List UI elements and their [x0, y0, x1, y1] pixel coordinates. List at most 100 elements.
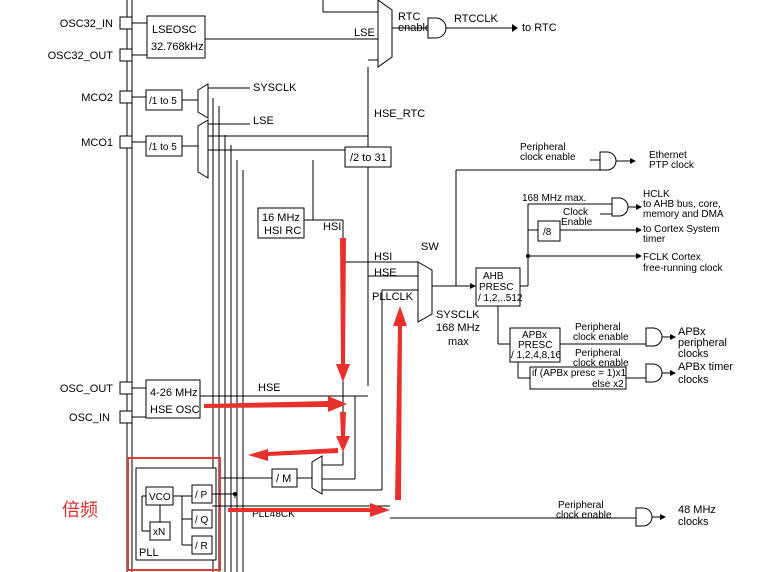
apbx-name: APBx — [522, 330, 547, 341]
multiplier-annotation: 倍频 — [62, 500, 98, 521]
apb-out-3: clocks — [678, 348, 709, 360]
hclk-2: to AHB bus, core, — [643, 199, 721, 210]
red-arrow-right-pll48 — [228, 503, 390, 517]
pll-name: PLL — [139, 547, 159, 559]
eth-periph-en-2: clock enable — [520, 152, 576, 163]
sw-label: SW — [421, 241, 439, 253]
lse-mco-label: LSE — [253, 115, 274, 127]
pin-mco1-label: MCO1 — [81, 137, 113, 149]
mhz48-and-gate — [635, 507, 653, 527]
mhz48-out-1: 48 MHz — [678, 504, 716, 516]
hse-label: HSE — [258, 382, 281, 394]
apbx-presc-block — [509, 327, 561, 363]
hseosc-name: HSE OSC — [150, 404, 200, 416]
rtc-enable-label-2: enable — [398, 22, 431, 34]
sysclk-max-3: max — [448, 336, 469, 348]
apb-timer-cond-1: if (APBx presc = 1)x1 — [532, 368, 627, 379]
pin-mco2-label: MCO2 — [81, 92, 113, 104]
eth-periph-en-1: Peripheral — [520, 142, 566, 153]
pll48ck-label: PLL48CK — [252, 509, 295, 520]
hsirc-block — [257, 207, 305, 239]
pll-highlight-box — [127, 457, 221, 571]
eth-out-2: PTP clock — [649, 160, 695, 171]
hsi-sw-label: HSI — [374, 251, 392, 263]
fclk-2: free-running clock — [643, 263, 723, 274]
div-q-label: / Q — [195, 515, 209, 526]
mhz168-max-label: 168 MHz max. — [522, 193, 586, 204]
apb-timer-en-2: clock enable — [573, 358, 629, 369]
pin-osc-out — [119, 381, 133, 395]
rtc-and-gate — [427, 17, 447, 39]
vco-label: VCO — [149, 492, 171, 503]
cortex-timer-2: timer — [643, 234, 666, 245]
div-8-block — [537, 220, 561, 242]
ahb-presc: PRESC — [479, 282, 513, 293]
pin-osc32-out — [119, 48, 133, 62]
pllclk-label: PLLCLK — [372, 291, 414, 303]
pin-osc32-in-label: OSC32_IN — [60, 18, 113, 30]
hsirc-freq: 16 MHz — [262, 212, 300, 224]
red-arrow-down-pllsrc — [336, 412, 350, 452]
xn-label: xN — [153, 527, 165, 538]
apb-periph-en-1: Peripheral — [575, 322, 621, 333]
pll-source-mux — [311, 455, 323, 495]
to-rtc-label: to RTC — [522, 22, 557, 34]
lseosc-name: LSEOSC — [152, 24, 197, 36]
apb-timer-cond-2: else x2 — [592, 379, 624, 390]
hclk-and-gate — [611, 197, 629, 217]
hse-rtc-label: HSE_RTC — [374, 108, 425, 120]
mco1-prescaler-label: /1 to 5 — [149, 142, 177, 153]
sysclk-max-2: 168 MHz — [436, 322, 480, 334]
clock-enable-2: Enable — [561, 217, 593, 228]
mco2-prescaler-label: /1 to 5 — [149, 96, 177, 107]
apb-periph-and-gate — [645, 327, 663, 347]
rtc-mux — [377, 0, 393, 68]
apb-timer-out-1: APBx timer — [678, 361, 733, 373]
hseosc-freq: 4-26 MHz — [150, 387, 198, 399]
rtc-enable-label-1: RTC — [398, 11, 420, 23]
hse-sw-label: HSE — [374, 267, 397, 279]
red-arrow-left-m — [248, 448, 338, 461]
ahb-range: / 1,2,..512 — [478, 293, 523, 304]
div-p-label: / P — [195, 490, 208, 501]
sysclk-mco-label: SYSCLK — [253, 82, 297, 94]
mco2-mux — [197, 83, 209, 119]
div-8-label: /8 — [543, 227, 552, 238]
red-arrow-right-hse — [204, 396, 347, 412]
div-2to31-label: /2 to 31 — [350, 152, 387, 164]
div-m-label: / M — [276, 473, 291, 485]
apb-timer-and-gate — [645, 363, 663, 383]
ahb-name: AHB — [483, 271, 504, 282]
apb-timer-en-1: Peripheral — [575, 348, 621, 359]
hsirc-name: HSI RC — [264, 225, 301, 237]
apb-out-1: APBx — [678, 326, 706, 338]
apbx-presc: PRESC — [518, 340, 552, 351]
eth-and-gate — [599, 151, 617, 171]
pin-osc-in-label: OSC_IN — [69, 412, 110, 424]
sw-mux — [417, 261, 433, 323]
cortex-timer-1: to Cortex System — [643, 224, 720, 235]
mhz48-en-1: Peripheral — [558, 500, 604, 511]
lseosc-block — [146, 15, 206, 59]
hclk-3: memory and DMA — [643, 209, 724, 220]
hclk-1: HCLK — [643, 189, 670, 200]
red-arrow-down-hsi — [336, 238, 350, 382]
rtcclk-label: RTCCLK — [454, 13, 498, 25]
hsi-pll-label: HSI — [323, 221, 341, 233]
apb-periph-en-2: clock enable — [573, 332, 629, 343]
lseosc-freq: 32.768kHz — [151, 41, 204, 53]
div-r-label: / R — [195, 541, 208, 552]
eth-out-1: Ethernet — [649, 150, 687, 161]
pin-mco2 — [119, 90, 133, 104]
mhz48-en-2: clock enable — [556, 510, 612, 521]
pin-osc32-in — [119, 16, 133, 30]
ahb-presc-block — [475, 267, 521, 307]
pin-mco1 — [119, 135, 133, 149]
mco1-mux — [197, 119, 209, 179]
pin-osc-in — [119, 410, 133, 424]
mhz48-out-2: clocks — [678, 516, 709, 528]
clock-enable-1: Clock — [563, 207, 589, 218]
apbx-range: / 1,2,4,8,16 — [511, 350, 561, 361]
pin-osc-out-label: OSC_OUT — [60, 383, 113, 395]
